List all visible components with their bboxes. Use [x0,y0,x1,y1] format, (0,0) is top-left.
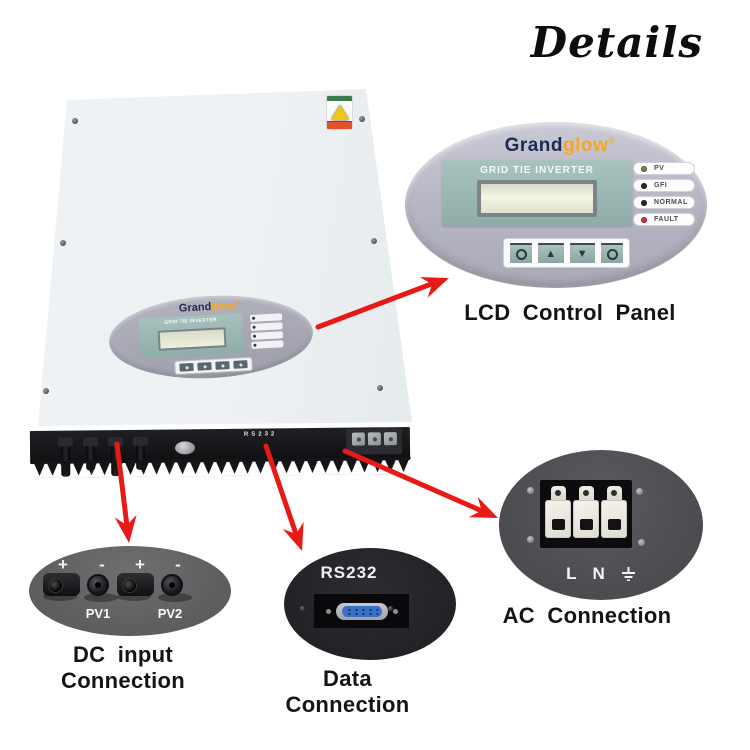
panel-title: GRID TIE INVERTER [164,316,217,325]
panel-face: GRID TIE INVERTER [442,160,632,226]
led-row-pv: PV [633,162,695,175]
line-label: L [566,564,577,583]
vent-valve [174,441,196,455]
led-indicator [250,331,284,340]
inverter-photo: Grandglow® GRID TIE INVERTER [28,86,428,501]
led-indicators [249,313,284,351]
led-row-fault: FAULT [633,213,695,226]
screw-icon [377,385,383,391]
inverter-panel-face: GRID TIE INVERTER [138,313,244,359]
neutral-label: N [592,564,605,583]
led-row-normal: NORMAL [633,196,695,209]
screw-hole-icon [325,608,331,614]
connector-shadow [84,593,118,602]
led-indicator [251,340,284,349]
pv-led-icon [641,165,647,172]
inverter-front-panel [38,89,412,426]
panel-buttons [174,356,253,375]
dc-input-callout: + - + - PV1 PV2 [29,546,231,636]
lcd-panel-callout: Grandglow® GRID TIE INVERTER PV GFI NORM… [405,122,707,288]
plus-sign: + [135,555,145,574]
db9-pins [341,605,382,617]
up-button: ▲ [538,243,564,263]
rs232-label: RS232 [320,563,378,582]
panel-title: GRID TIE INVERTER [480,165,594,176]
data-connection-callout: RS232 [284,548,456,660]
data-caption: Data Connection [285,666,410,717]
normal-led-icon [641,199,647,206]
mc4-plus-connector [43,573,80,596]
lcd-caption: LCD Control Panel [464,300,676,325]
warning-triangle-icon [330,105,349,120]
led-indicators: PV GFI NORMAL FAULT [633,162,695,230]
mc4-minus-connector [161,574,183,596]
screw-icon [72,118,78,124]
enter-button [233,360,248,369]
mc4-minus-connector [87,574,109,596]
screw-icon [43,388,49,394]
screw-hole-icon [392,608,398,614]
dc-caption: DC input Connection [61,642,185,693]
led-row-gfi: GFI [633,179,695,192]
esc-icon [515,248,527,260]
enter-button [601,243,623,263]
lcd-screen [157,327,227,351]
terminal-N [573,486,599,542]
up-button [197,362,212,371]
screw-icon [60,240,66,246]
esc-button [510,243,532,263]
led-indicator [250,322,283,331]
ac-caption: AC Connection [502,603,672,628]
down-button: ▼ [569,243,595,263]
screw-icon [527,487,534,494]
gfi-led-icon [641,182,647,189]
ac-terminal-recess [540,480,632,548]
screw-icon [300,606,305,611]
minus-sign: - [99,555,105,574]
pv1-label: PV1 [85,606,111,621]
brand-logo: Grandglow® [504,135,616,156]
screw-icon [636,488,643,495]
earth-ground-icon [621,567,635,581]
minus-sign: - [175,555,181,574]
serial-port-recess [314,594,409,628]
warning-label [326,95,353,130]
ac-socket-pin [367,432,382,446]
warning-label-footer [327,121,352,129]
mc4-plus-connector [117,573,154,596]
ac-terminal-labels: L N [499,564,703,584]
rs232-port-label: RS232 [243,431,278,438]
warning-label-header [327,96,352,101]
panel-buttons: ▲ ▼ [503,238,630,268]
screw-icon [359,116,365,122]
lcd-screen [477,180,597,217]
ac-connection-callout: L N [499,450,703,600]
ac-output-socket [345,428,403,455]
heatsink-fins [32,457,412,478]
screw-icon [638,539,645,546]
connector-shadow [43,592,77,601]
db9-serial-port [335,602,388,620]
terminal-ground [601,486,627,542]
pv2-label: PV2 [157,606,183,621]
fault-led-icon [641,216,647,223]
down-button [215,361,230,370]
screw-icon [371,238,377,244]
led-indicator [249,313,283,322]
enter-icon [606,248,618,260]
screw-icon [388,606,393,611]
terminal-L [545,486,571,542]
ac-socket-pin [351,432,366,446]
ac-socket-pin [383,432,398,446]
connector-shadow [158,593,192,602]
page-title: Details [530,18,703,67]
connector-shadow [117,592,151,601]
screw-icon [527,536,534,543]
esc-button [179,362,194,372]
plus-sign: + [58,555,68,574]
